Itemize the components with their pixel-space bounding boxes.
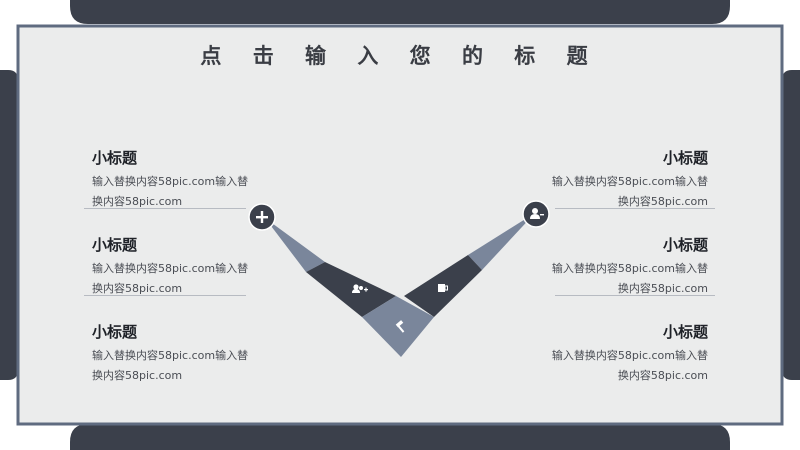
right-item-1: 小标题 输入替换内容58pic.com输入替 换内容58pic.com (540, 148, 708, 212)
right-separator-2 (555, 295, 715, 296)
right-item-1-line2: 换内容58pic.com (617, 195, 708, 208)
top-band (70, 0, 730, 24)
left-separator-1 (84, 208, 246, 209)
right-separator-1 (555, 208, 715, 209)
v-diagram (248, 200, 550, 357)
left-item-3-heading: 小标题 (92, 323, 138, 341)
right-item-1-line1: 输入替换内容58pic.com输入替 (551, 175, 708, 188)
content-panel (16, 24, 784, 426)
right-item-1-heading: 小标题 (662, 149, 708, 167)
slide-title: 点 击 输 入 您 的 标 题 (200, 44, 600, 68)
bottom-band (70, 424, 730, 450)
right-item-3-heading: 小标题 (662, 323, 708, 341)
right-item-2-heading: 小标题 (662, 236, 708, 254)
cup-icon (438, 284, 448, 292)
left-item-1-line1: 输入替换内容58pic.com输入替 (92, 175, 249, 188)
left-item-2-heading: 小标题 (92, 236, 138, 254)
left-item-2-line1: 输入替换内容58pic.com输入替 (92, 262, 249, 275)
left-tile (306, 262, 396, 317)
left-item-1-heading: 小标题 (92, 149, 138, 167)
right-item-3: 小标题 输入替换内容58pic.com输入替 换内容58pic.com (540, 322, 708, 386)
plus-icon (256, 211, 268, 223)
left-item-2: 小标题 输入替换内容58pic.com输入替 换内容58pic.com (92, 235, 260, 299)
right-arm (468, 213, 535, 270)
left-item-3-line2: 换内容58pic.com (92, 369, 183, 382)
add-user-icon (352, 284, 368, 293)
left-strip (0, 70, 18, 380)
left-item-1: 小标题 输入替换内容58pic.com输入替 换内容58pic.com (92, 148, 260, 212)
gavel-icon (395, 320, 405, 333)
left-item-2-line2: 换内容58pic.com (92, 282, 183, 295)
right-item-2-line2: 换内容58pic.com (617, 282, 708, 295)
right-item-2-line1: 输入替换内容58pic.com输入替 (551, 262, 708, 275)
user-node (522, 200, 550, 228)
right-item-3-line1: 输入替换内容58pic.com输入替 (551, 349, 708, 362)
right-item-3-line2: 换内容58pic.com (617, 369, 708, 382)
right-strip (782, 70, 800, 380)
user-icon (530, 208, 544, 219)
right-item-2: 小标题 输入替换内容58pic.com输入替 换内容58pic.com (540, 235, 708, 299)
left-arm (265, 218, 325, 272)
left-item-1-line2: 换内容58pic.com (92, 195, 183, 208)
left-item-3: 小标题 输入替换内容58pic.com输入替 换内容58pic.com (92, 322, 260, 386)
left-separator-2 (84, 295, 246, 296)
left-item-3-line1: 输入替换内容58pic.com输入替 (92, 349, 249, 362)
